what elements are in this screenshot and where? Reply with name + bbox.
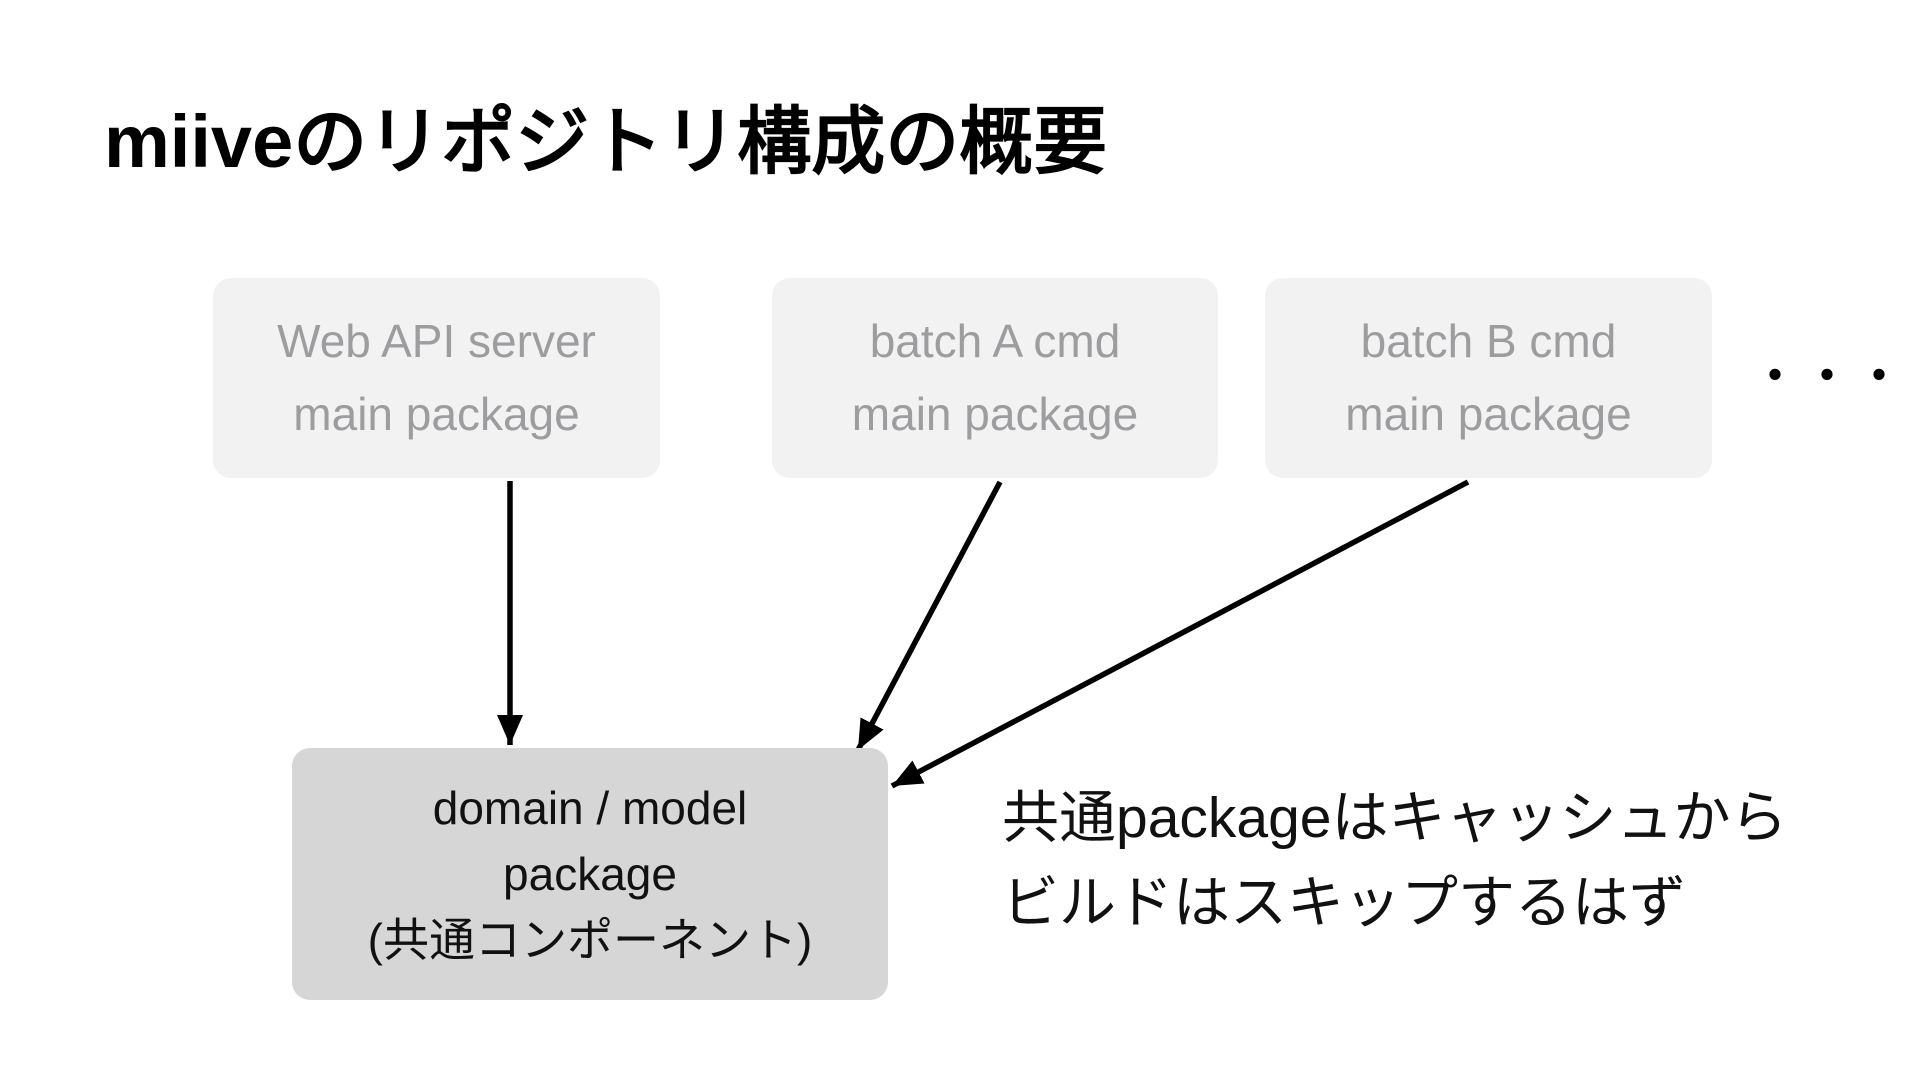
box-batch-b-cmd: batch B cmd main package (1265, 278, 1712, 478)
box-label-line: main package (851, 388, 1139, 440)
domain-box-label-line: domain / model (432, 782, 748, 834)
note-text: 共通packageはキャッシュから ビルドはスキップするはず (1002, 776, 1788, 946)
domain-box-label-line: package (503, 848, 677, 900)
note-line: ビルドはスキップするはず (1002, 871, 1686, 935)
note-line: 共通packageはキャッシュから (1002, 786, 1788, 850)
box-label-line: Web API server (277, 315, 596, 367)
arrow-batch-b-to-domain (890, 479, 1470, 789)
page-title: miiveのリポジトリ構成の概要 (104, 100, 1108, 183)
box-label-line: main package (1345, 388, 1632, 440)
box-label-line: main package (293, 388, 580, 440)
box-domain-model-package: domain / model package (共通コンポーネント) (292, 748, 888, 1000)
domain-box-label-line: (共通コンポーネント) (367, 914, 813, 966)
more-boxes-ellipsis: ・・・ (1752, 350, 1908, 402)
box-batch-a-cmd: batch A cmd main package (772, 278, 1218, 478)
arrow-batch-a-to-domain (855, 480, 1003, 752)
box-web-api-server: Web API server main package (213, 278, 660, 478)
box-label-line: batch A cmd (869, 315, 1121, 367)
box-label-line: batch B cmd (1360, 315, 1617, 367)
